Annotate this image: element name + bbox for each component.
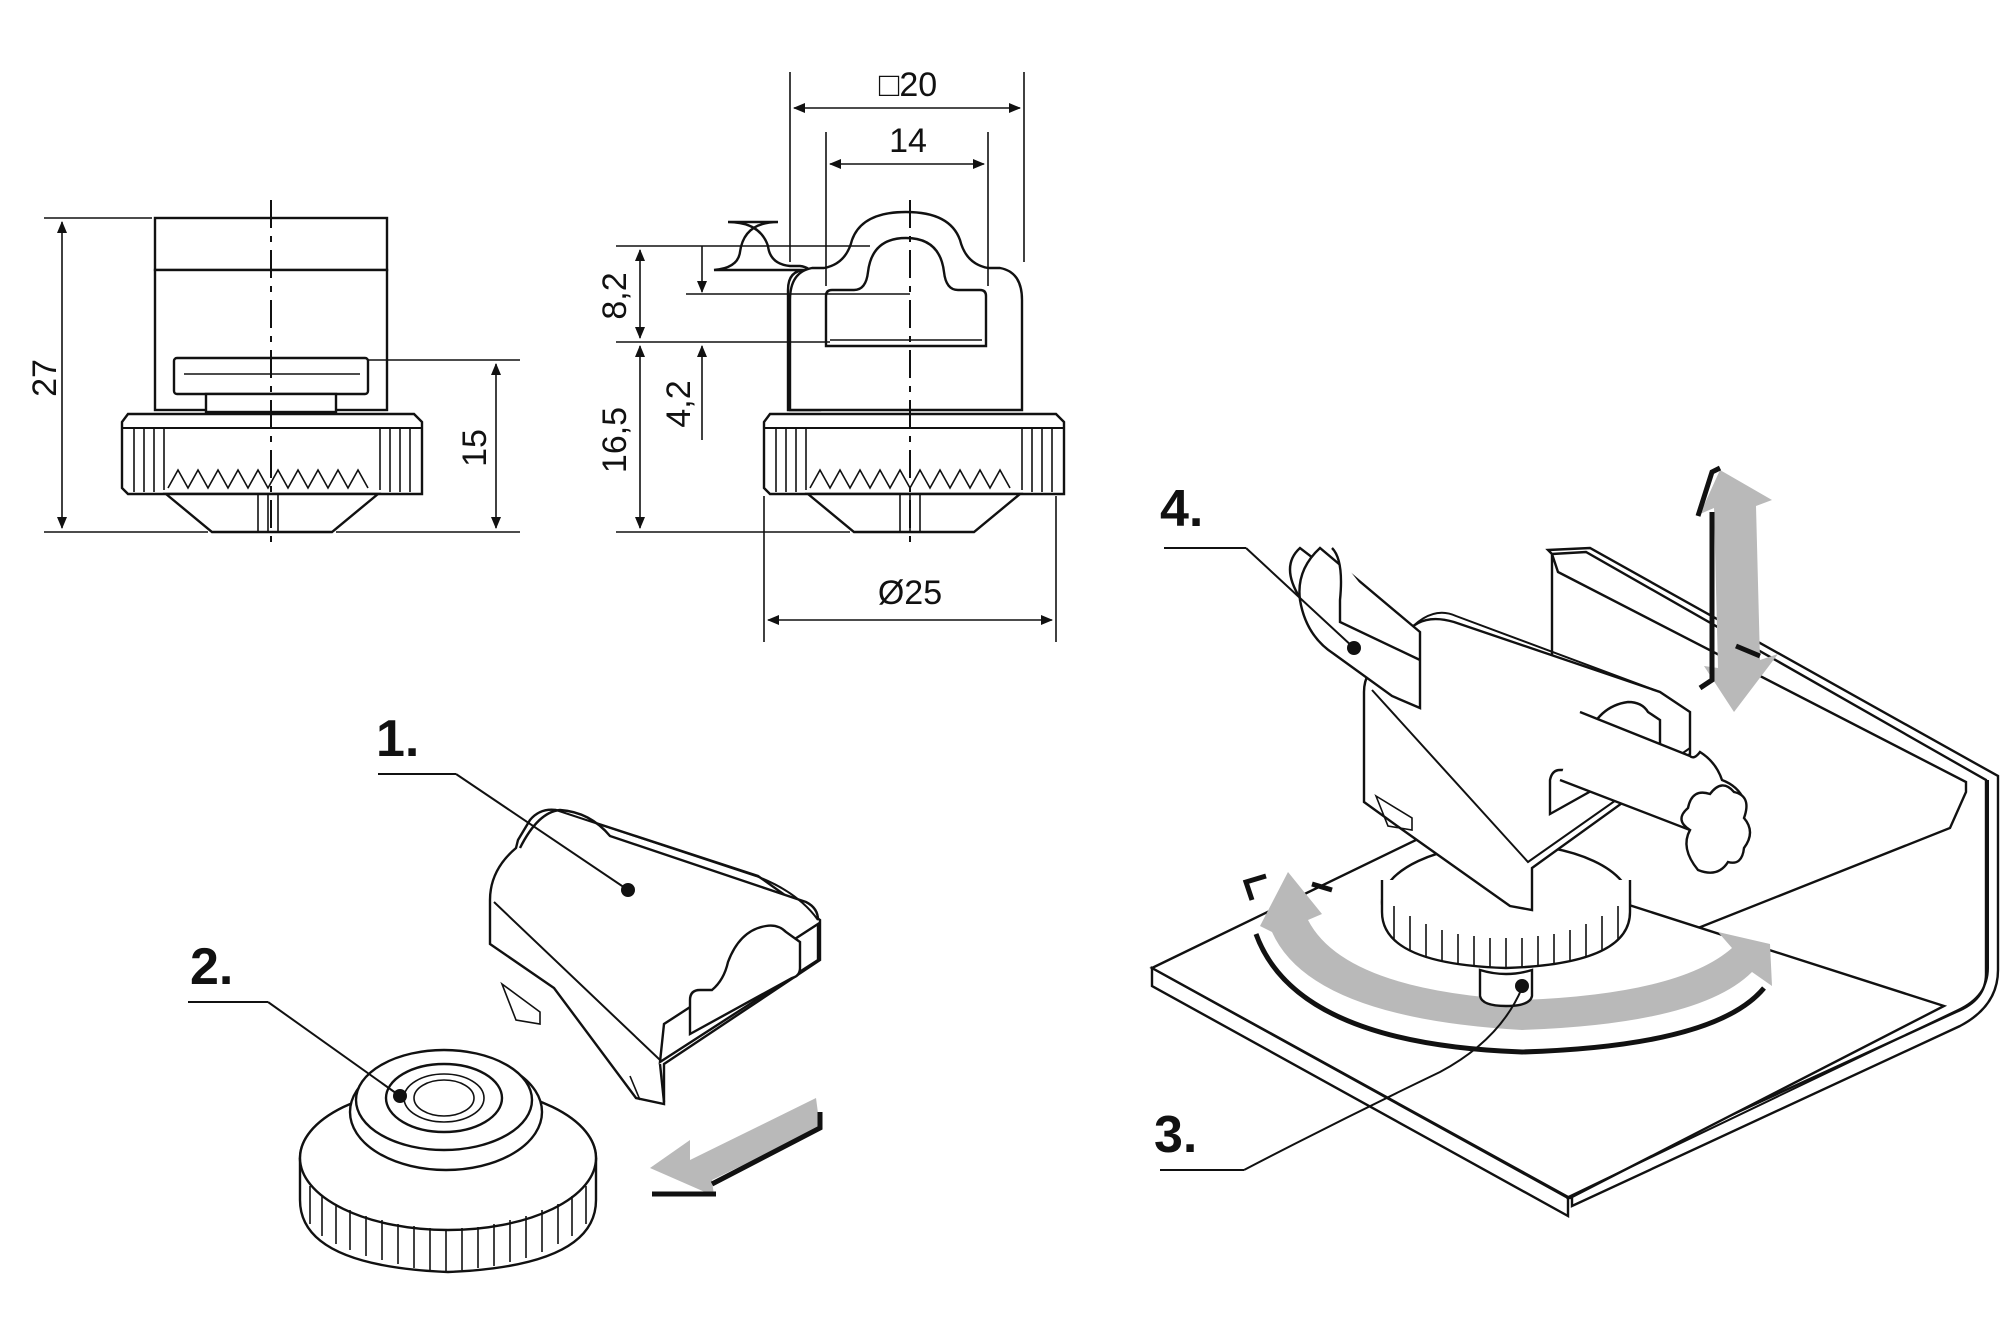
dim-height-total: 27 bbox=[26, 359, 64, 397]
step-1-label: 1. bbox=[376, 710, 419, 768]
dim-base-height: 16,5 bbox=[596, 407, 634, 473]
step-2-label: 2. bbox=[190, 938, 233, 996]
side-view bbox=[44, 200, 520, 548]
knurled-nut bbox=[298, 1048, 598, 1274]
dim-diameter: Ø25 bbox=[878, 574, 942, 612]
step-4-label: 4. bbox=[1160, 480, 1203, 538]
assembled-clip bbox=[1362, 611, 1692, 1008]
dim-height-base: 15 bbox=[456, 429, 494, 467]
rod bbox=[1288, 546, 1752, 874]
dim-slot-height: 8,2 bbox=[596, 272, 634, 319]
front-view bbox=[616, 72, 1066, 642]
rotate-direction-arrow bbox=[1242, 872, 1772, 1055]
clip-part bbox=[488, 808, 822, 1106]
dim-square-width: □20 bbox=[879, 66, 937, 104]
slide-direction-arrow bbox=[650, 1098, 823, 1197]
step-3-label: 3. bbox=[1154, 1106, 1197, 1164]
lift-direction-arrow bbox=[1695, 465, 1778, 712]
dim-slot-width: 14 bbox=[889, 122, 927, 160]
dim-offset-height: 4,2 bbox=[660, 380, 698, 427]
